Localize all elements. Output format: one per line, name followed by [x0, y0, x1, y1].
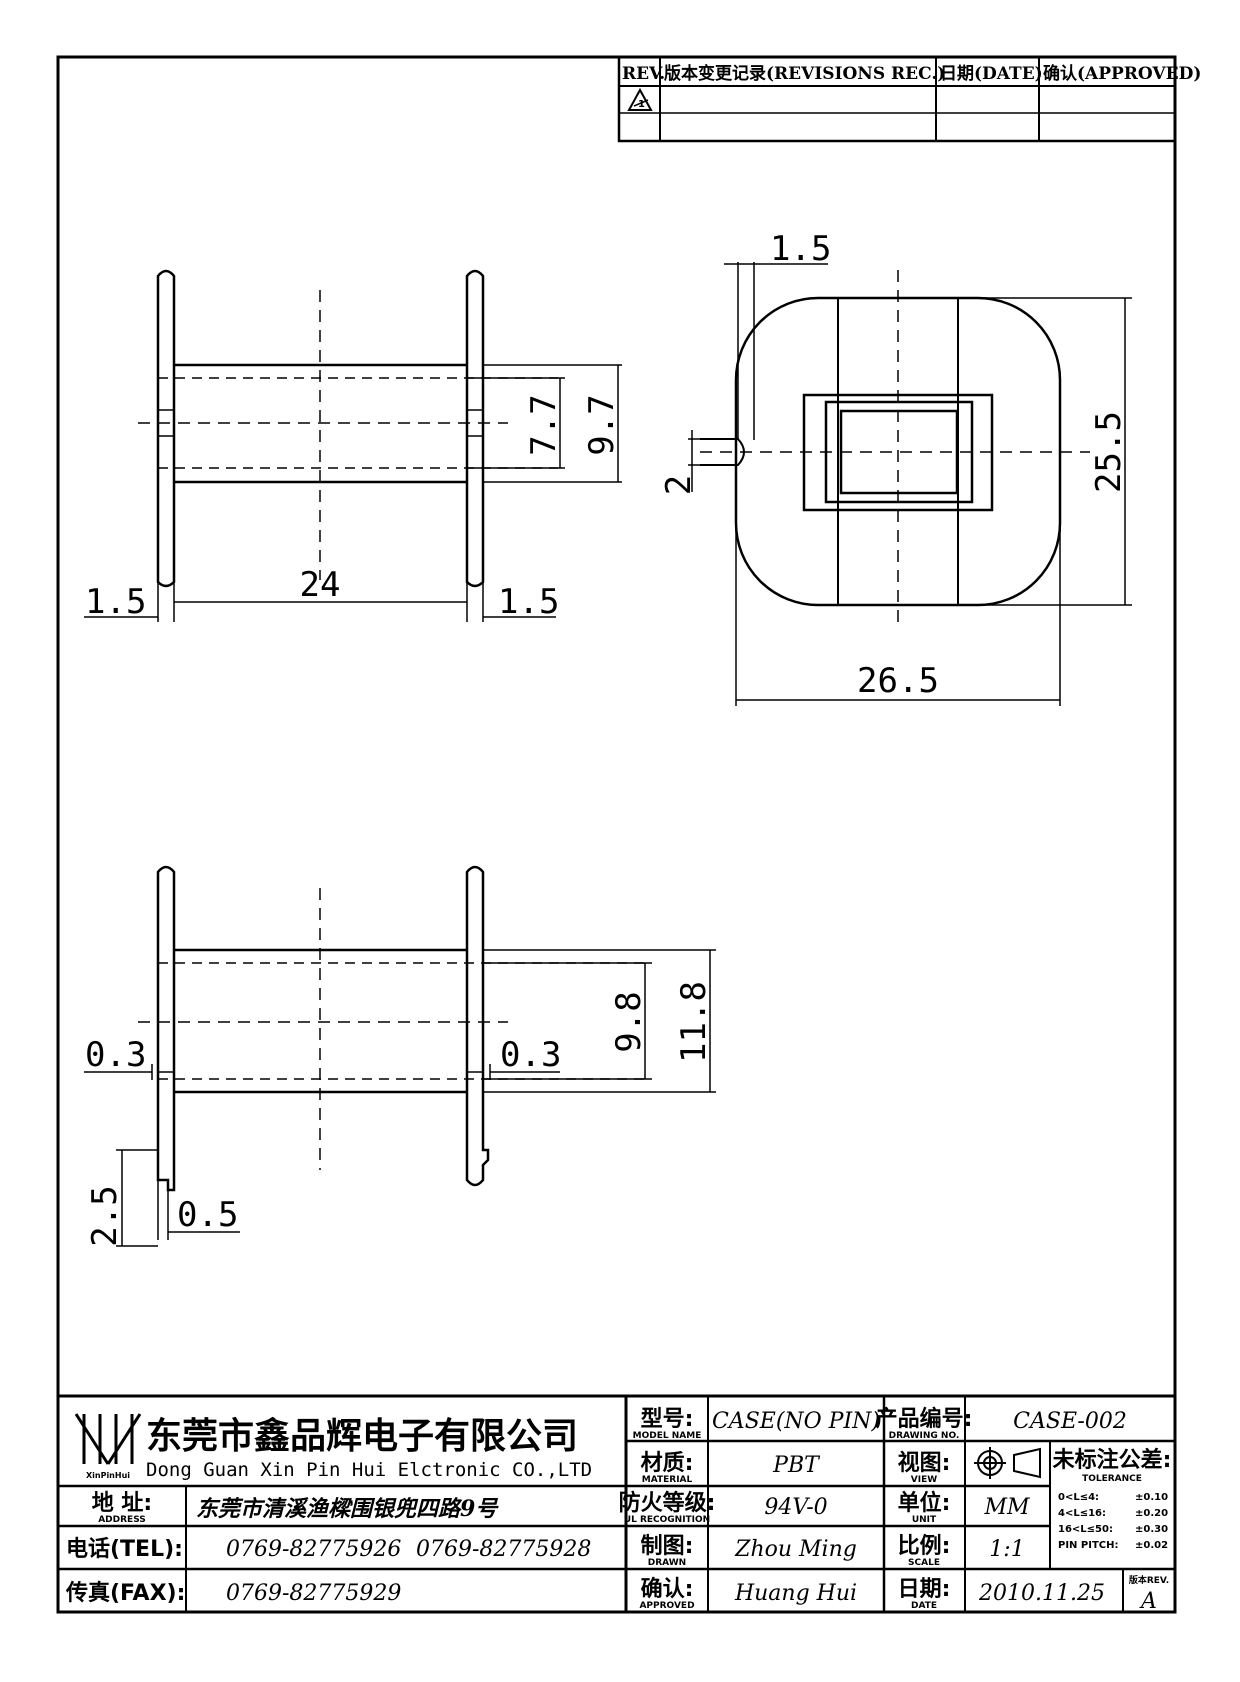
- company-name-cn: 东莞市鑫品辉电子有限公司: [146, 1416, 578, 1457]
- ul-sublabel: UL RECOGNITION: [624, 1515, 710, 1525]
- dimension-label-1-5-right: 1.5: [498, 582, 559, 622]
- revision-record-header: 版本变更记录(REVISIONS REC.): [664, 63, 945, 84]
- address-value: 东莞市清溪渔樑围银兜四路9号: [196, 1496, 499, 1522]
- dimension-label-11-8: 11.8: [674, 981, 714, 1063]
- dimension-label-2-5: 2.5: [85, 1185, 125, 1246]
- tel-label: 电话(TEL):: [66, 1537, 183, 1562]
- address-label: 地 址:: [92, 1491, 152, 1516]
- company-logo-icon: [74, 1413, 142, 1465]
- unit-label: 单位:: [898, 1490, 951, 1516]
- dimension-label-7-7: 7.7: [524, 394, 564, 455]
- dimension-label-1-5-left: 1.5: [85, 582, 146, 622]
- title-block: [56, 1394, 1177, 1614]
- approved-value: Huang Hui: [734, 1581, 857, 1606]
- material-sublabel: MATERIAL: [642, 1475, 693, 1485]
- model-value: CASE(NO PIN): [712, 1409, 880, 1434]
- revision-date-header: 日期(DATE): [940, 64, 1043, 84]
- fax-value: 0769-82775929: [226, 1581, 401, 1606]
- dimension-label-1-5-front: 1.5: [770, 229, 831, 269]
- unit-sublabel: UNIT: [912, 1515, 937, 1525]
- tolerance-value-4: ±0.02: [1135, 1540, 1168, 1551]
- dimension-label-0-3-left: 0.3: [85, 1035, 146, 1075]
- drawing-no-sublabel: DRAWING NO.: [889, 1431, 960, 1441]
- view-label: 视图:: [898, 1450, 951, 1476]
- dimension-label-9-8: 9.8: [609, 991, 649, 1052]
- projection-symbol-icon: [974, 1447, 1041, 1479]
- side-view-bottom: [84, 865, 716, 1247]
- tolerance-range-2: 4<L≤16:: [1058, 1508, 1106, 1519]
- approved-label: 确认:: [641, 1576, 694, 1602]
- address-sublabel: ADDRESS: [98, 1515, 146, 1525]
- dimension-label-0-3-right: 0.3: [500, 1035, 561, 1075]
- tolerance-range-3: 16<L≤50:: [1058, 1524, 1113, 1535]
- drawn-value: Zhou Ming: [734, 1537, 857, 1562]
- tolerance-value-3: ±0.30: [1135, 1524, 1168, 1535]
- tolerance-label: 未标注公差:: [1053, 1447, 1172, 1473]
- revision-row-1-rev: 1: [638, 99, 645, 110]
- dimension-label-26-5: 26.5: [857, 661, 939, 701]
- ul-value: 94V-0: [764, 1495, 827, 1520]
- approved-sublabel: APPROVED: [639, 1601, 694, 1611]
- rev-header: REV.: [622, 64, 665, 84]
- fax-label: 传真(FAX):: [65, 1580, 185, 1606]
- tolerance-sublabel: TOLERANCE: [1082, 1474, 1142, 1484]
- dimension-label-0-5: 0.5: [177, 1195, 238, 1235]
- revision-triangle-icon: [627, 87, 653, 111]
- date-label: 日期:: [898, 1577, 951, 1602]
- tel-value-2: 0769-82775928: [416, 1537, 591, 1562]
- material-value: PBT: [772, 1453, 821, 1478]
- drawn-label: 制图:: [641, 1534, 694, 1559]
- date-value: 2010.11.25: [978, 1581, 1105, 1606]
- revision-block: [617, 55, 1177, 143]
- drawing-no-label: 产品编号:: [876, 1406, 973, 1432]
- front-view: [688, 262, 1132, 706]
- sheet-border: [56, 55, 1177, 1614]
- company-name-en: Dong Guan Xin Pin Hui Elctronic CO.,LTD: [146, 1459, 592, 1481]
- tolerance-value-2: ±0.20: [1135, 1508, 1168, 1519]
- revision-approved-header: 确认(APPROVED): [1043, 63, 1201, 84]
- dimension-label-9-7: 9.7: [582, 394, 622, 455]
- tolerance-range-4: PIN PITCH:: [1058, 1540, 1118, 1551]
- logo-text: XinPinHui: [86, 1471, 130, 1480]
- scale-label: 比例:: [898, 1534, 951, 1559]
- unit-value: MM: [983, 1495, 1030, 1520]
- ul-label: 防火等级:: [619, 1490, 716, 1516]
- tel-value-1: 0769-82775926: [226, 1537, 401, 1562]
- drawing-no-value: CASE-002: [1013, 1409, 1127, 1434]
- date-sublabel: DATE: [911, 1601, 937, 1611]
- rev-value: A: [1139, 1589, 1157, 1614]
- scale-sublabel: SCALE: [908, 1558, 940, 1568]
- dimension-label-24: 24: [300, 565, 341, 605]
- tolerance-range-1: 0<L≤4:: [1058, 1492, 1099, 1503]
- dimension-label-2: 2: [659, 475, 699, 495]
- rev-label: 版本REV.: [1128, 1574, 1169, 1586]
- drawn-sublabel: DRAWN: [648, 1558, 686, 1568]
- scale-value: 1:1: [989, 1537, 1024, 1562]
- model-sublabel: MODEL NAME: [633, 1431, 702, 1441]
- tolerance-value-1: ±0.10: [1135, 1492, 1168, 1503]
- dimension-label-25-5: 25.5: [1089, 411, 1129, 493]
- view-sublabel: VIEW: [911, 1475, 937, 1485]
- side-view-top: [84, 269, 622, 622]
- material-label: 材质:: [641, 1451, 694, 1476]
- model-label: 型号:: [641, 1407, 694, 1432]
